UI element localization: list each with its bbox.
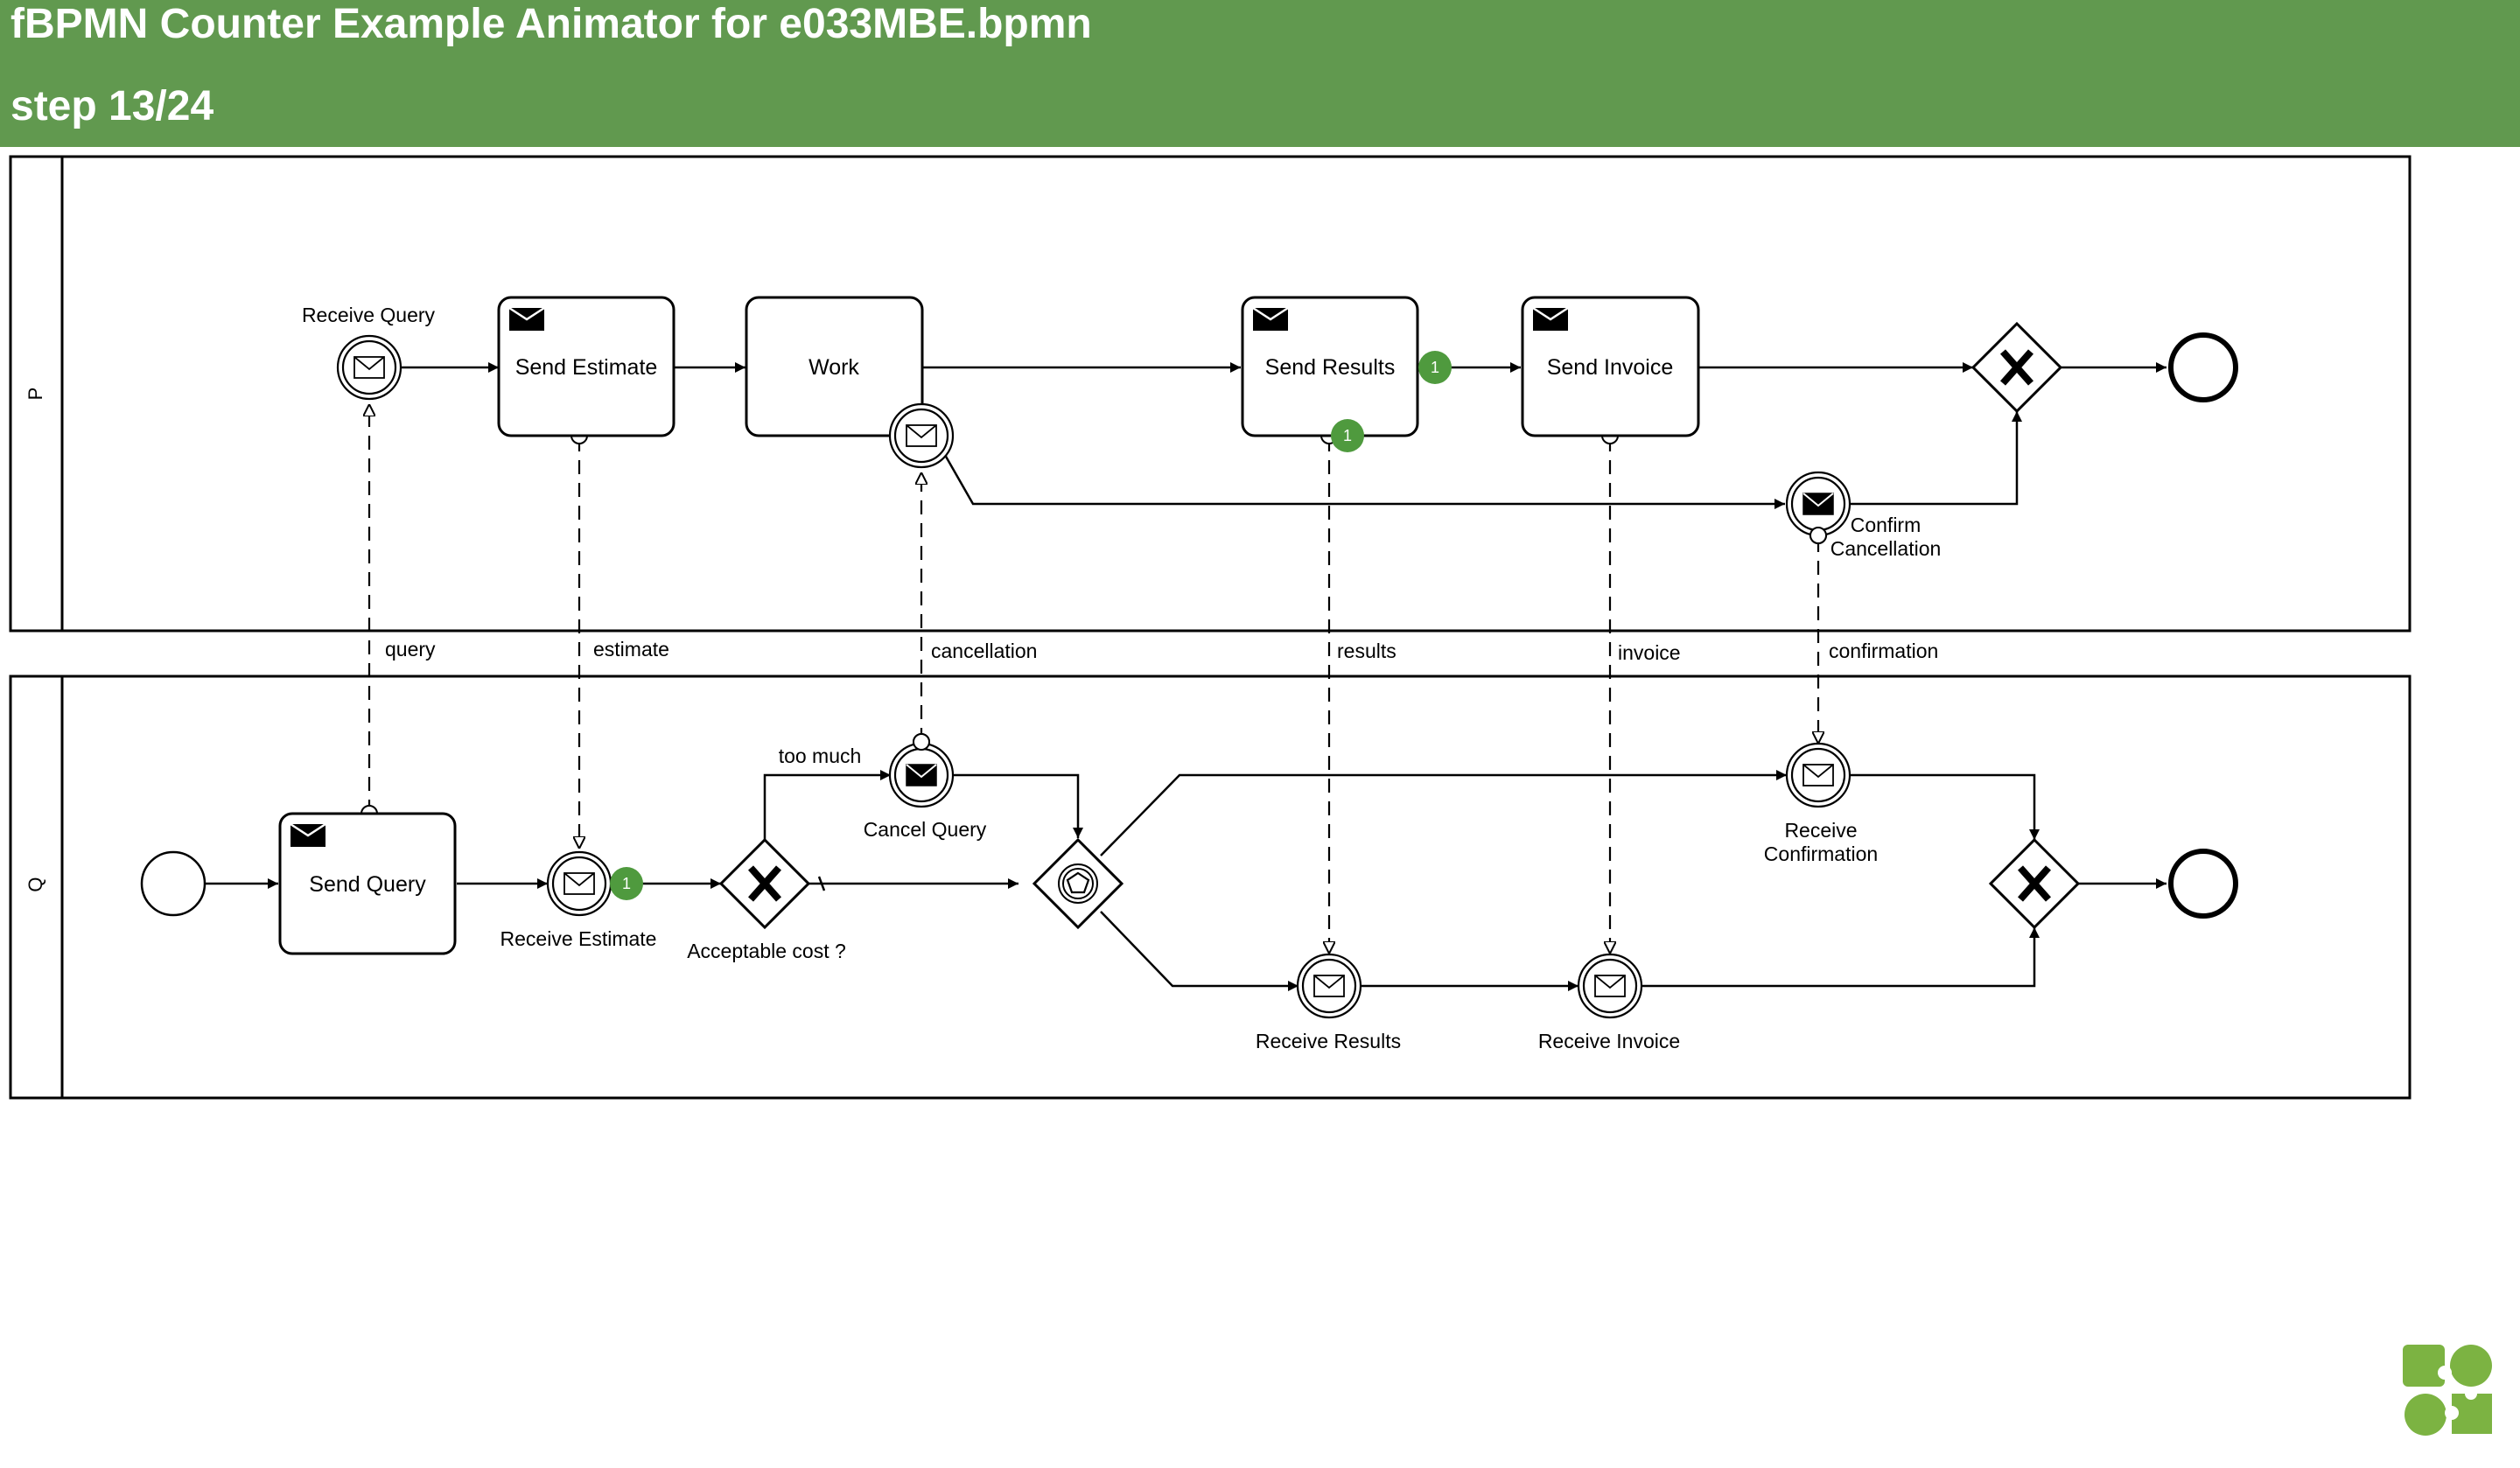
token-count: 1 — [1343, 427, 1352, 444]
start-event-q[interactable] — [140, 850, 206, 917]
event-receive-query-label: Receive Query — [302, 304, 436, 326]
message-label-cancellation: cancellation — [931, 640, 1037, 662]
gateway-event-based[interactable] — [1032, 837, 1124, 930]
page-title: fBPMN Counter Example Animator for e033M… — [10, 1, 1092, 47]
message-label-query: query — [385, 638, 436, 661]
task-send-query-label: Send Query — [309, 872, 426, 897]
event-cancel-query-label: Cancel Query — [864, 818, 987, 841]
event-receive-estimate[interactable]: Receive Estimate — [500, 850, 657, 950]
task-send-results-label: Send Results — [1265, 355, 1396, 380]
message-labels: query estimate cancellation results invo… — [385, 638, 1938, 664]
event-receive-results[interactable]: Receive Results — [1256, 953, 1401, 1052]
message-label-results: results — [1337, 640, 1396, 662]
event-receive-results-label: Receive Results — [1256, 1030, 1401, 1052]
token-badge-receive-estimate: 1 — [610, 867, 643, 900]
event-cancel-query[interactable]: Cancel Query — [864, 733, 987, 841]
token-count: 1 — [1431, 359, 1439, 376]
message-label-estimate: estimate — [593, 638, 669, 661]
end-event-q[interactable] — [2168, 849, 2238, 919]
message-flows — [369, 404, 1818, 954]
event-confirm-cancellation-label-2: Cancellation — [1830, 537, 1942, 560]
task-send-estimate[interactable]: Send Estimate — [497, 296, 676, 437]
event-confirm-cancellation-label-1: Confirm — [1851, 514, 1922, 536]
task-send-invoice-label: Send Invoice — [1547, 355, 1674, 380]
message-sources — [360, 427, 1827, 822]
task-work[interactable]: Work — [745, 296, 924, 437]
fbpmn-logo-icon — [2403, 1345, 2492, 1436]
step-counter: step 13/24 — [10, 83, 214, 129]
event-receive-query[interactable]: Receive Query — [302, 304, 436, 401]
task-send-results[interactable]: Send Results — [1241, 296, 1419, 437]
end-event-p[interactable] — [2168, 332, 2238, 402]
event-receive-confirmation-label-2: Confirmation — [1764, 842, 1878, 865]
token-badge-send-results-out: 1 — [1418, 351, 1452, 384]
token-badge-send-results-msg: 1 — [1331, 419, 1364, 452]
pool-q: Q — [9, 675, 2412, 1100]
gateway-q-merge[interactable] — [1988, 837, 2081, 930]
event-receive-invoice[interactable]: Receive Invoice — [1538, 953, 1680, 1052]
task-send-estimate-label: Send Estimate — [515, 355, 658, 380]
pool-p-label: P — [24, 388, 46, 401]
task-send-query[interactable]: Send Query — [278, 812, 457, 955]
event-receive-estimate-label: Receive Estimate — [500, 927, 657, 950]
event-receive-confirmation[interactable]: Receive Confirmation — [1764, 742, 1878, 865]
message-label-invoice: invoice — [1618, 641, 1681, 664]
task-work-label: Work — [808, 355, 859, 380]
event-confirm-cancellation[interactable]: Confirm Cancellation — [1785, 471, 1942, 560]
event-receive-confirmation-label-1: Receive — [1784, 819, 1857, 842]
message-label-confirmation: confirmation — [1829, 640, 1938, 662]
task-send-invoice[interactable]: Send Invoice — [1521, 296, 1700, 437]
app-header: fBPMN Counter Example Animator for e033M… — [0, 0, 2520, 147]
boundary-event-cancellation[interactable] — [888, 402, 955, 469]
pool-p: P — [9, 155, 2412, 633]
token-count: 1 — [622, 875, 631, 892]
sequence-flows — [206, 362, 2166, 991]
gateway-acceptable-cost-label: Acceptable cost ? — [687, 940, 846, 962]
event-receive-invoice-label: Receive Invoice — [1538, 1030, 1680, 1052]
gateway-p-merge[interactable] — [1970, 321, 2063, 414]
flow-label-too-much: too much — [779, 744, 862, 767]
pool-q-label: Q — [24, 877, 46, 891]
gateway-acceptable-cost[interactable]: Acceptable cost ? — [687, 837, 846, 962]
